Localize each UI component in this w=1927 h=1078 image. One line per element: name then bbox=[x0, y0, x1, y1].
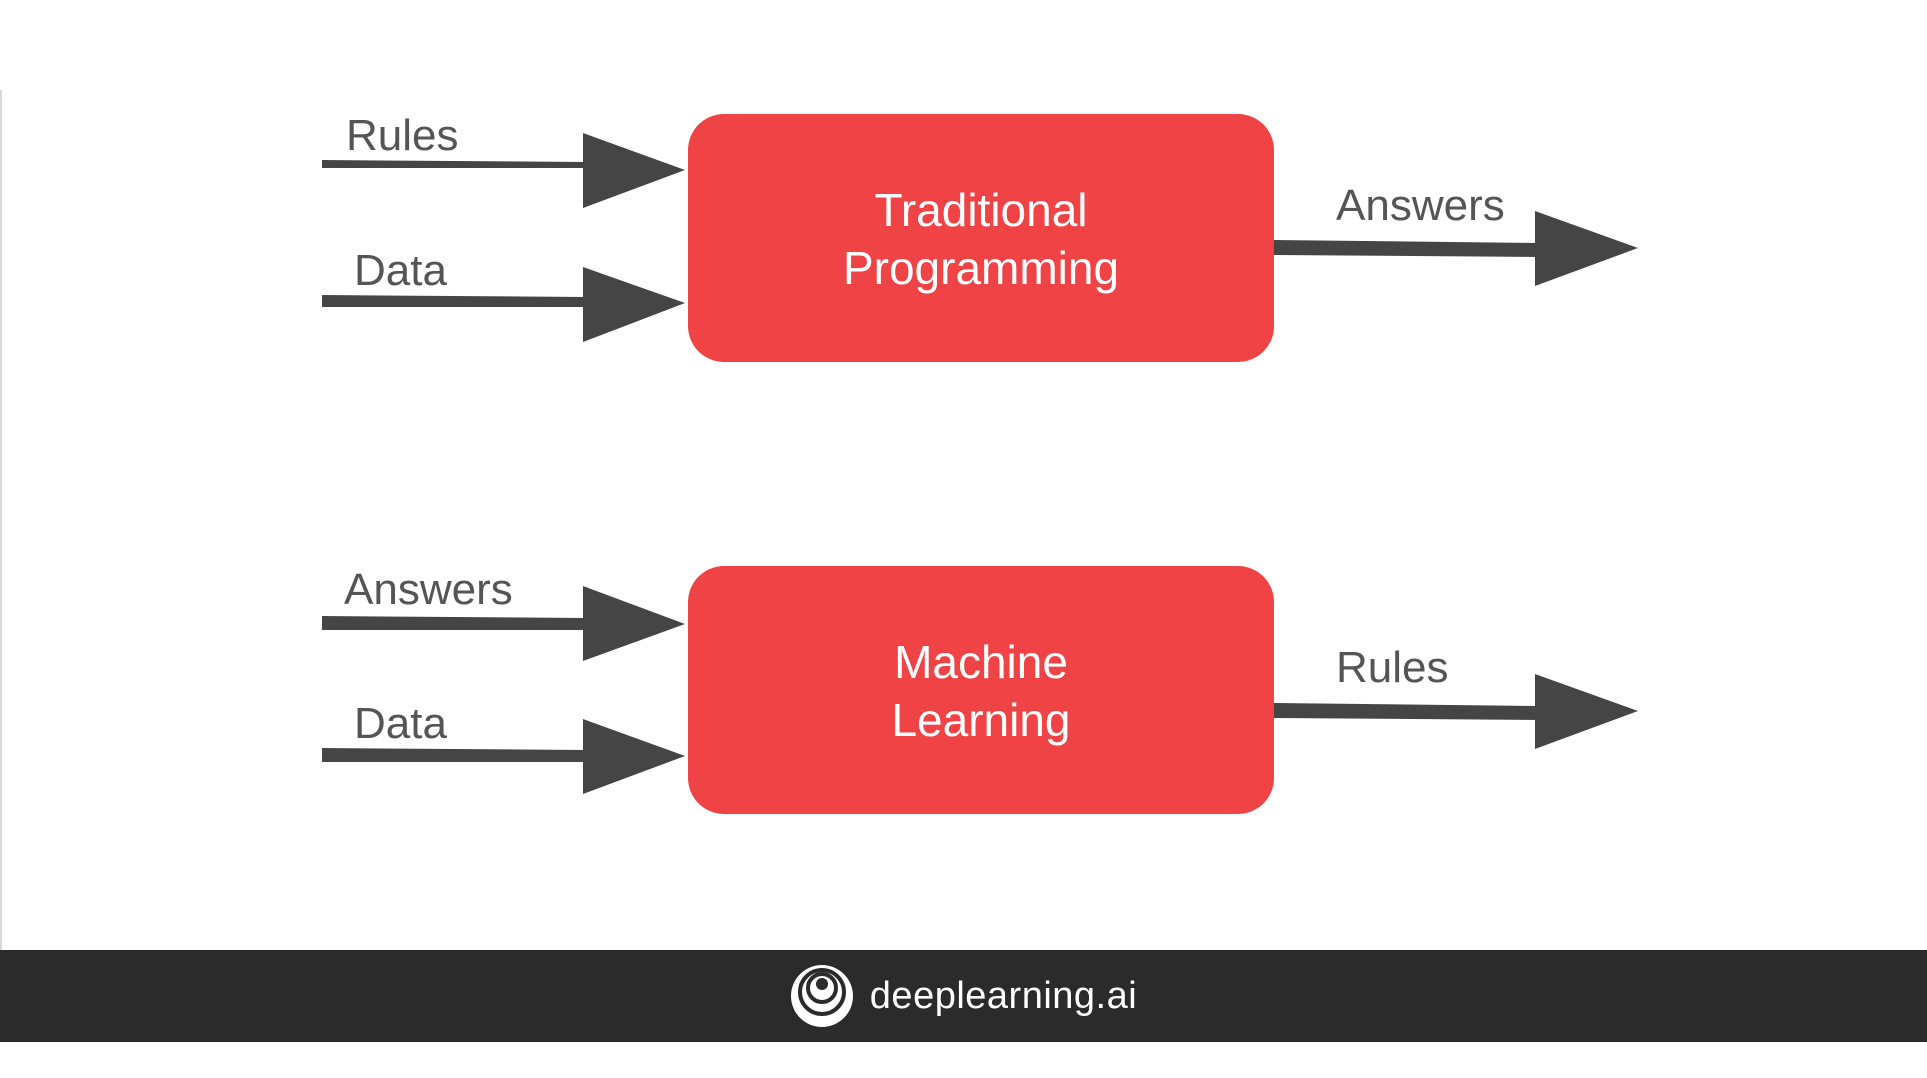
data-input-arrow bbox=[322, 267, 685, 342]
brand: deeplearning.ai bbox=[790, 964, 1137, 1028]
programming-paradigm-diagram: Rules Data Traditional Programming Answe… bbox=[322, 111, 1638, 814]
machine-learning-group: Answers Data Machine Learning Rules bbox=[322, 565, 1638, 814]
ml-data-input-label: Data bbox=[354, 699, 447, 748]
ml-box-line1: Machine bbox=[894, 636, 1068, 688]
slide-canvas: Rules Data Traditional Programming Answe… bbox=[0, 90, 1638, 950]
answers-output-label: Answers bbox=[1336, 181, 1505, 230]
data-input-label: Data bbox=[354, 246, 447, 295]
rules-output-label: Rules bbox=[1336, 643, 1449, 692]
traditional-box-line2: Programming bbox=[843, 242, 1119, 294]
footer-bar: deeplearning.ai bbox=[0, 950, 1927, 1042]
answers-input-label: Answers bbox=[344, 565, 513, 614]
rules-input-arrow bbox=[322, 133, 685, 208]
answers-input-arrow bbox=[322, 586, 685, 661]
machine-learning-box bbox=[688, 566, 1274, 814]
brand-name: deeplearning.ai bbox=[869, 974, 1138, 1017]
below-footer-area bbox=[0, 1042, 1927, 1078]
traditional-programming-box bbox=[688, 114, 1274, 362]
deeplearning-logo-icon bbox=[790, 965, 853, 1027]
ml-data-input-arrow bbox=[322, 719, 685, 794]
ml-box-line2: Learning bbox=[891, 694, 1070, 746]
rules-input-label: Rules bbox=[346, 111, 459, 160]
slide-left-border bbox=[0, 90, 2, 950]
traditional-programming-group: Rules Data Traditional Programming Answe… bbox=[322, 111, 1638, 362]
traditional-box-line1: Traditional bbox=[874, 184, 1087, 236]
answers-output-arrow bbox=[1274, 211, 1638, 286]
rules-output-arrow bbox=[1274, 674, 1638, 749]
